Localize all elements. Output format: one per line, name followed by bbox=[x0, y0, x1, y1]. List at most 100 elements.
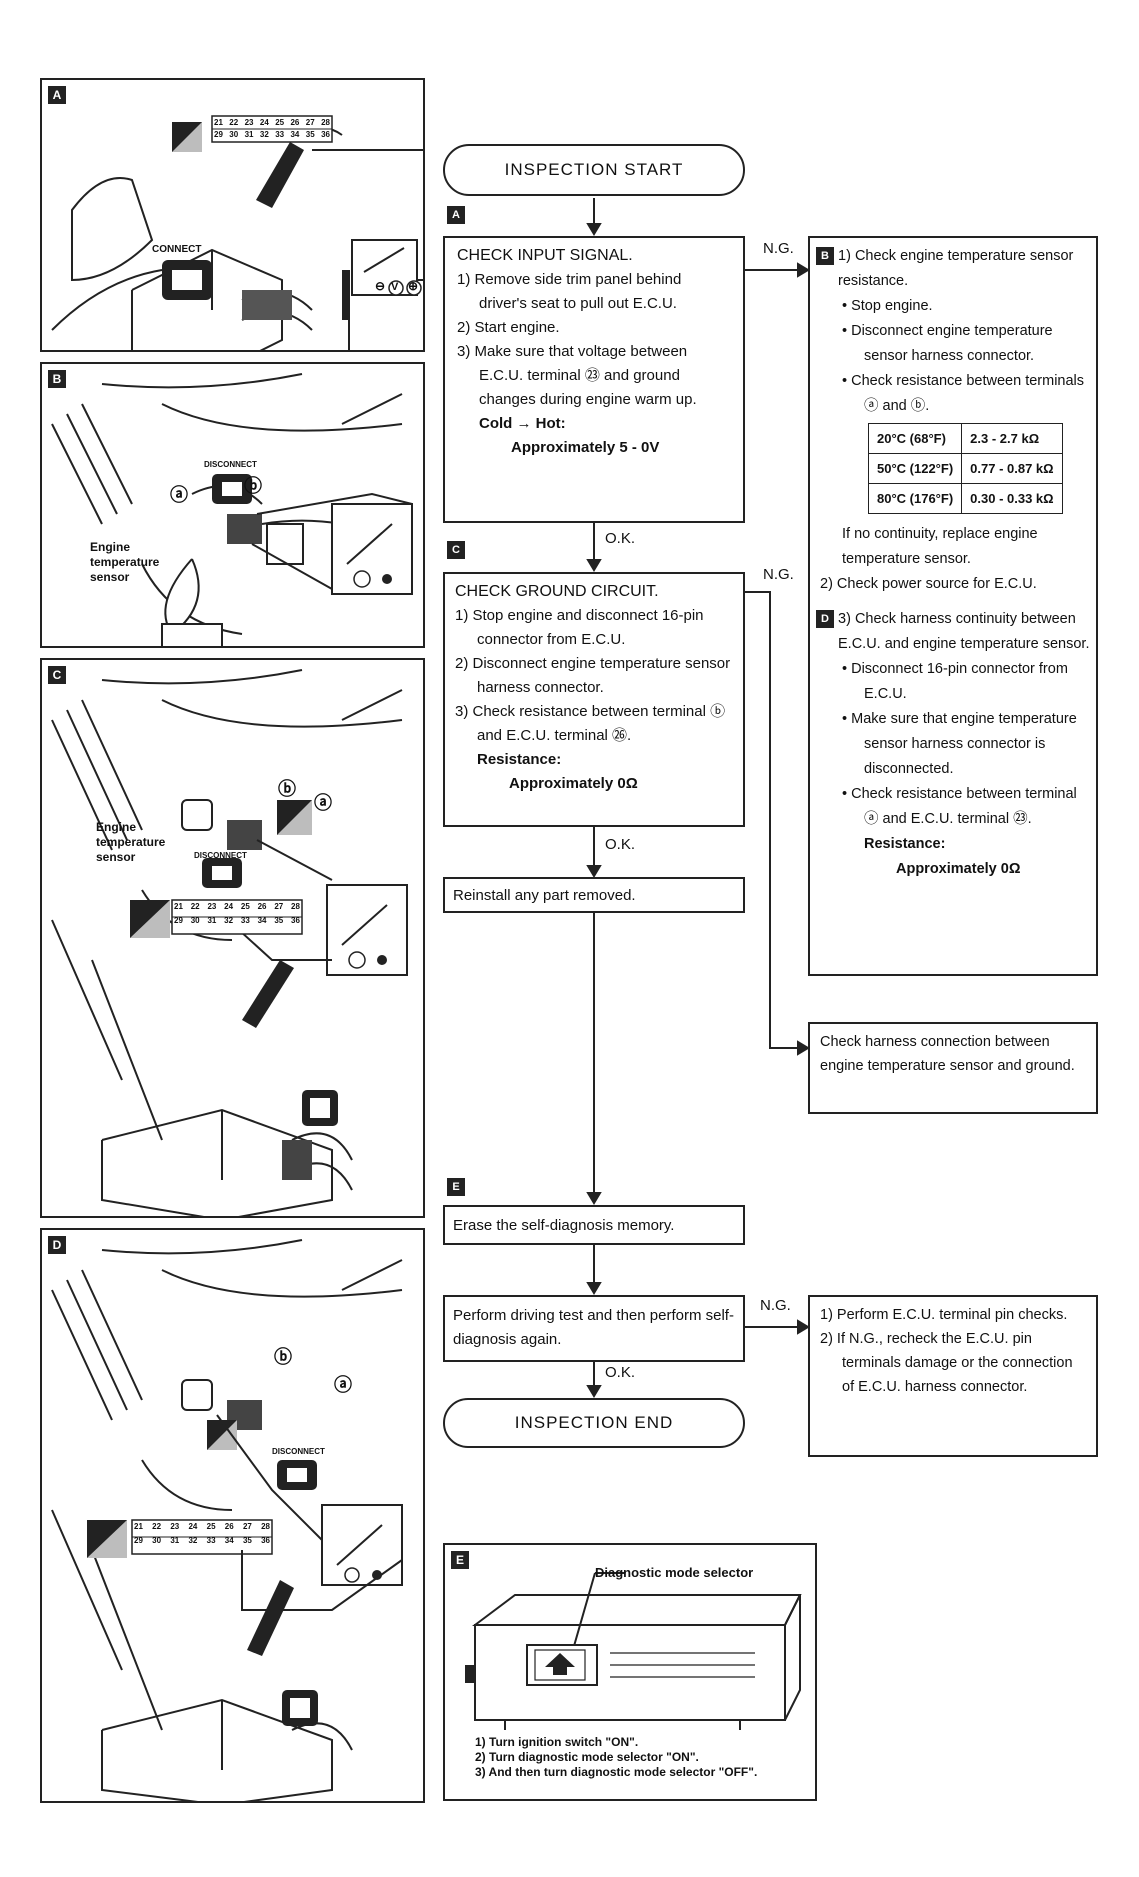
pin: 28 bbox=[261, 1522, 270, 1531]
figure-c-illustration bbox=[51, 669, 408, 1216]
pin: 21 bbox=[174, 902, 183, 911]
disconnect-label-c: DISCONNECT bbox=[194, 851, 247, 860]
pin-row-2: 29 30 31 32 33 34 35 36 bbox=[134, 1536, 270, 1545]
ng-b-bullet-text: Check resistance between terminals ⓐ and… bbox=[851, 373, 1085, 414]
temp-cell: 20°C (68°F) bbox=[867, 423, 963, 454]
pin: 23 bbox=[207, 902, 217, 911]
ng-final-box: 1) Perform E.C.U. terminal pin checks. 2… bbox=[808, 1295, 1098, 1457]
terminal-a-label-d: ⓐ bbox=[334, 1375, 352, 1395]
ng-b-item3: D 3) Check harness continuity between E.… bbox=[816, 607, 1090, 657]
pin: 36 bbox=[261, 1536, 270, 1545]
figure-a: A CONNECT V ⊕ ⊖ bbox=[40, 78, 425, 352]
pin: 22 bbox=[229, 118, 239, 127]
ok-label: O.K. bbox=[605, 1364, 636, 1381]
pin: 30 bbox=[229, 130, 239, 139]
figure-d-illustration bbox=[51, 1239, 403, 1801]
step-a-item: 1) Remove side trim panel behind driver'… bbox=[457, 271, 682, 312]
ng-c-text: Check harness connection between engine … bbox=[820, 1034, 1075, 1074]
pin: 34 bbox=[224, 1536, 234, 1545]
step-a-cond-value: Approximately 5 - 0V bbox=[511, 439, 660, 456]
ng-b-item3-text: 3) Check harness continuity between E.C.… bbox=[838, 611, 1090, 652]
step-a-item: 2) Start engine. bbox=[457, 319, 560, 336]
step-a-tag: A bbox=[447, 206, 465, 224]
sensor-label-c: Engine temperature sensor bbox=[96, 820, 166, 864]
pin: 35 bbox=[274, 916, 284, 925]
ng-b-bullet2-text: Make sure that engine temperature sensor… bbox=[851, 711, 1077, 777]
pin: 32 bbox=[259, 130, 269, 139]
ng-final-item: 2) If N.G., recheck the E.C.U. pin termi… bbox=[820, 1331, 1073, 1395]
pin: 29 bbox=[134, 1536, 143, 1545]
pin: 26 bbox=[257, 902, 267, 911]
ng-b-box: B 1) Check engine temperature sensor res… bbox=[808, 236, 1098, 976]
ng-label: N.G. bbox=[763, 566, 794, 583]
ecu-connector-pins-d: 21 22 23 24 25 26 27 28 29 30 31 32 33 3… bbox=[134, 1522, 270, 1545]
step-a-item: 3) Make sure that voltage between E.C.U.… bbox=[457, 343, 697, 408]
temp-cell: 80°C (176°F) bbox=[867, 483, 963, 514]
pin: 32 bbox=[224, 916, 234, 925]
driving-test-box: Perform driving test and then perform se… bbox=[443, 1295, 745, 1362]
ecu-connector-pins-a: 21 22 23 24 25 26 27 28 29 30 31 32 33 3… bbox=[214, 118, 330, 139]
ng-b-item2: 2) Check power source for E.C.U. bbox=[820, 576, 1037, 592]
step-a-cond-label: Cold → Hot: bbox=[479, 415, 566, 432]
pin: 27 bbox=[274, 902, 284, 911]
step-a-title: CHECK INPUT SIGNAL. bbox=[457, 247, 633, 264]
pin: 31 bbox=[170, 1536, 180, 1545]
disconnect-label-d: DISCONNECT bbox=[272, 1447, 325, 1456]
figure-d-tag: D bbox=[48, 1236, 66, 1254]
ok-label: O.K. bbox=[605, 530, 636, 547]
table-row: 20°C (68°F)2.3 - 2.7 kΩ bbox=[867, 423, 1063, 454]
reinstall-text: Reinstall any part removed. bbox=[453, 887, 636, 904]
pin: 23 bbox=[170, 1522, 180, 1531]
resistance-cell: 2.3 - 2.7 kΩ bbox=[961, 423, 1063, 454]
pin: 24 bbox=[188, 1522, 198, 1531]
figure-b-illustration bbox=[51, 373, 413, 646]
pin-row-2: 29 30 31 32 33 34 35 36 bbox=[174, 916, 300, 925]
figure-e-step: 1) Turn ignition switch "ON". bbox=[475, 1735, 639, 1749]
figure-e: E Diagnostic mode selector 1) Turn ignit… bbox=[443, 1543, 817, 1801]
ng-c-box: Check harness connection between engine … bbox=[808, 1022, 1098, 1114]
step-c-item: 2) Disconnect engine temperature sensor … bbox=[455, 655, 731, 696]
pin: 32 bbox=[188, 1536, 198, 1545]
figure-e-step: 3) And then turn diagnostic mode selecto… bbox=[475, 1765, 758, 1779]
figure-e-step: 2) Turn diagnostic mode selector "ON". bbox=[475, 1750, 699, 1764]
pin: 21 bbox=[134, 1522, 143, 1531]
pin: 22 bbox=[152, 1522, 162, 1531]
step-c-item: 1) Stop engine and disconnect 16-pin con… bbox=[455, 607, 704, 648]
pin: 36 bbox=[291, 916, 300, 925]
pin: 33 bbox=[275, 130, 285, 139]
resistance-cell: 0.77 - 0.87 kΩ bbox=[961, 453, 1063, 484]
table-row: 50°C (122°F)0.77 - 0.87 kΩ bbox=[867, 453, 1063, 484]
pin: 34 bbox=[290, 130, 300, 139]
pin: 28 bbox=[291, 902, 300, 911]
terminal-b-label-c: ⓑ bbox=[278, 779, 296, 799]
ng-b-tag: B bbox=[816, 247, 834, 266]
pin: 24 bbox=[259, 118, 269, 127]
meter-minus-label: ⊖ bbox=[375, 279, 386, 293]
pin: 23 bbox=[244, 118, 254, 127]
ng-final-item: 1) Perform E.C.U. terminal pin checks. bbox=[820, 1307, 1068, 1323]
ng-b-res-value: Approximately 0Ω bbox=[896, 861, 1021, 877]
pin: 27 bbox=[242, 1522, 252, 1531]
ng-b-bullet: • Check resistance between terminals ⓐ a… bbox=[842, 373, 1085, 414]
step-c-box: CHECK GROUND CIRCUIT. 1) Stop engine and… bbox=[443, 572, 745, 827]
pin: 28 bbox=[321, 118, 330, 127]
pin: 21 bbox=[214, 118, 223, 127]
pin: 25 bbox=[275, 118, 285, 127]
ng-label: N.G. bbox=[763, 240, 794, 257]
pin: 30 bbox=[190, 916, 200, 925]
pin-row-1: 21 22 23 24 25 26 27 28 bbox=[174, 902, 300, 911]
figure-e-steps: 1) Turn ignition switch "ON". 2) Turn di… bbox=[475, 1735, 805, 1780]
pin: 36 bbox=[321, 130, 330, 139]
pin: 25 bbox=[206, 1522, 216, 1531]
terminal-a-label: ⓐ bbox=[170, 485, 188, 505]
pin: 27 bbox=[305, 118, 315, 127]
resistance-cell: 0.30 - 0.33 kΩ bbox=[961, 483, 1063, 514]
disconnect-label-b: DISCONNECT bbox=[204, 460, 257, 469]
pin: 33 bbox=[206, 1536, 216, 1545]
erase-box: Erase the self-diagnosis memory. bbox=[443, 1205, 745, 1245]
pin: 29 bbox=[214, 130, 223, 139]
pin: 24 bbox=[224, 902, 234, 911]
ng-b-bullet2: • Make sure that engine temperature sens… bbox=[842, 711, 1077, 777]
figure-d: D ⓑ ⓐ DISCONNECT bbox=[40, 1228, 425, 1803]
step-c-res-label: Resistance: bbox=[477, 751, 562, 768]
